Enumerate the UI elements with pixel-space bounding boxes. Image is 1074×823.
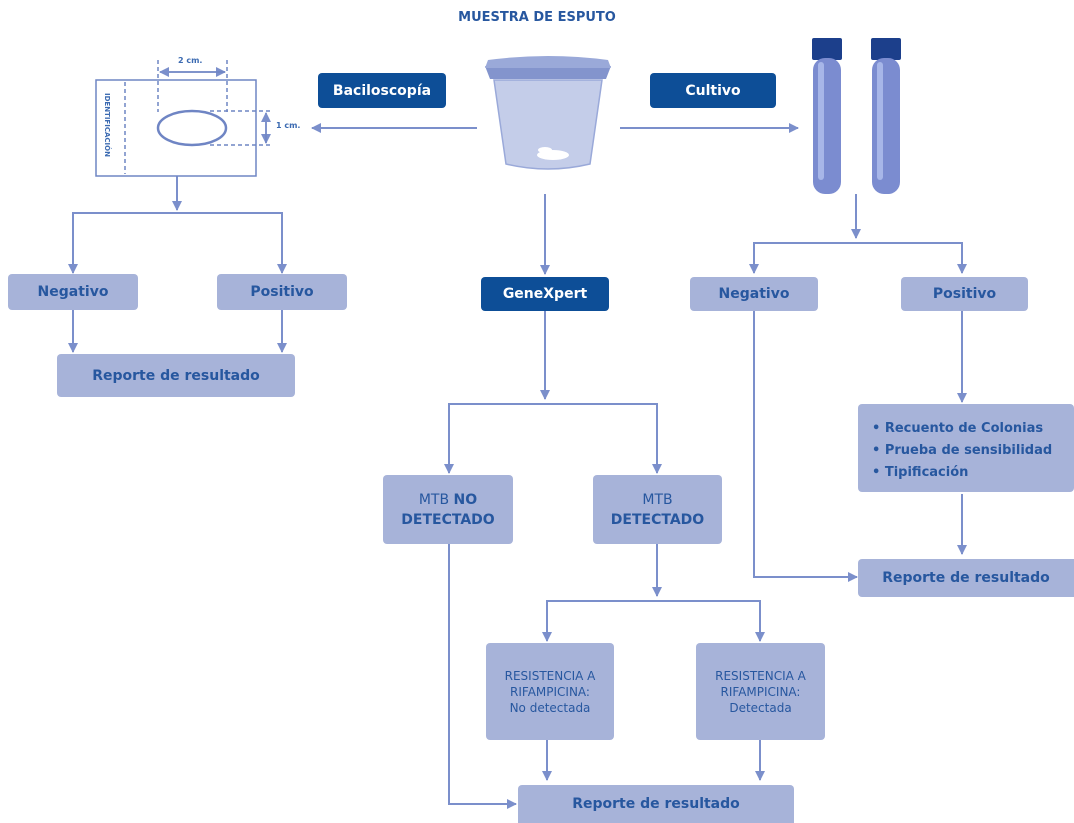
slide-illustration bbox=[95, 60, 272, 177]
cultivo-positivo-box: Positivo bbox=[901, 277, 1028, 311]
genexpert-box: GeneXpert bbox=[481, 277, 609, 311]
culture-tubes-illustration bbox=[812, 38, 901, 194]
rif-detectada-box: RESISTENCIA A RIFAMPICINA: Detectada bbox=[696, 643, 825, 740]
rif-no-detectada-box: RESISTENCIA A RIFAMPICINA: No detectada bbox=[486, 643, 614, 740]
mtb-detectado-strong: DETECTADO bbox=[610, 511, 705, 528]
mtb-detectado-prefix: MTB bbox=[642, 491, 673, 508]
genexpert-reporte-box: Reporte de resultado bbox=[518, 785, 794, 823]
slide-height-label: 1 cm. bbox=[276, 121, 301, 130]
rif-det-line3: Detectada bbox=[729, 700, 792, 715]
rif-no-line1: RESISTENCIA A bbox=[504, 668, 596, 683]
baciloscopia-positivo-box: Positivo bbox=[217, 274, 347, 310]
baciloscopia-reporte-box: Reporte de resultado bbox=[57, 354, 295, 397]
mtb-no-detectado-strong: NO bbox=[453, 491, 478, 508]
procedure-item: • Prueba de sensibilidad bbox=[872, 443, 1053, 458]
mtb-detectado-box: MTB DETECTADO bbox=[593, 475, 722, 544]
procedure-item: • Tipificación bbox=[872, 465, 969, 480]
cultivo-reporte-box: Reporte de resultado bbox=[858, 559, 1074, 597]
mtb-no-detectado-prefix: MTB bbox=[418, 491, 454, 508]
rif-det-line2: RIFAMPICINA: bbox=[720, 684, 801, 699]
mtb-no-detectado-box: MTB NO DETECTADO bbox=[383, 475, 513, 544]
page-title: MUESTRA DE ESPUTO bbox=[458, 10, 616, 25]
baciloscopia-negativo-box: Negativo bbox=[8, 274, 138, 310]
slide-width-label: 2 cm. bbox=[178, 56, 203, 65]
cultivo-box: Cultivo bbox=[650, 73, 776, 108]
mtb-no-detectado-rest: DETECTADO bbox=[401, 511, 495, 528]
rif-det-line1: RESISTENCIA A bbox=[715, 668, 806, 683]
cultivo-negativo-box: Negativo bbox=[690, 277, 818, 311]
rif-no-line3: No detectada bbox=[509, 700, 591, 715]
procedure-item: • Recuento de Colonias bbox=[872, 421, 1044, 436]
rif-no-line2: RIFAMPICINA: bbox=[510, 684, 590, 699]
sputum-cup-illustration bbox=[485, 56, 611, 170]
cultivo-positivo-procedures: • Recuento de Colonias • Prueba de sensi… bbox=[858, 404, 1074, 492]
slide-id-label: IDENTIFICACIÓN bbox=[103, 93, 111, 157]
baciloscopia-box: Baciloscopía bbox=[318, 73, 446, 108]
